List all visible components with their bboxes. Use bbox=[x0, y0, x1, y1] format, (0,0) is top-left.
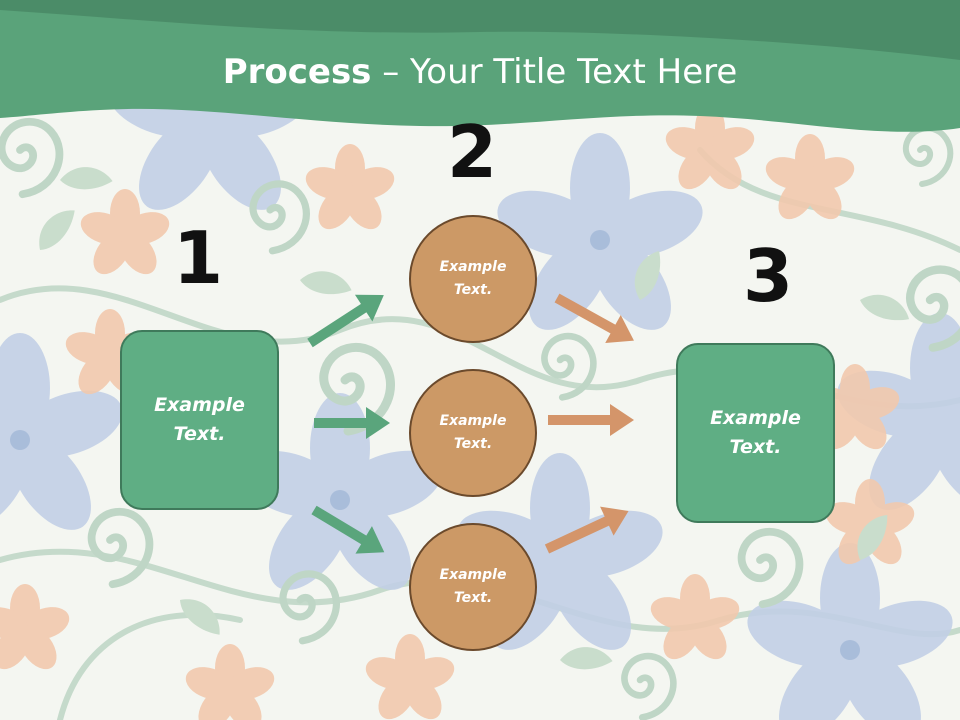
circle-bottom-line2: Text. bbox=[453, 590, 493, 606]
step-2-number: 2 bbox=[446, 110, 498, 194]
step-3-text-line2: Text. bbox=[729, 436, 782, 458]
orange-arrows bbox=[544, 293, 634, 554]
arrow-1-to-bottom bbox=[311, 505, 385, 554]
arrow-bottom-to-3 bbox=[544, 506, 629, 554]
step-1-box: Example Text. bbox=[120, 330, 279, 510]
arrow-top-to-3 bbox=[554, 293, 634, 344]
green-arrows bbox=[307, 294, 390, 554]
step-3-box: Example Text. bbox=[676, 343, 835, 523]
step-1-number: 1 bbox=[172, 216, 224, 300]
circle-top-line2: Text. bbox=[453, 282, 493, 298]
step-3-number: 3 bbox=[742, 234, 794, 318]
arrow-1-to-middle bbox=[314, 407, 390, 439]
slide-title: Process – Your Title Text Here bbox=[0, 52, 960, 92]
circle-top-line1: Example bbox=[439, 259, 507, 275]
circle-bottom-line1: Example bbox=[439, 567, 507, 583]
circle-middle-line1: Example bbox=[439, 413, 507, 429]
title-rest: – Your Title Text Here bbox=[371, 52, 738, 92]
step-2-circle-top: Example Text. bbox=[409, 215, 537, 343]
step-2-circle-middle: Example Text. bbox=[409, 369, 537, 497]
step-3-text-line1: Example bbox=[710, 407, 801, 429]
circle-middle-line2: Text. bbox=[453, 436, 493, 452]
arrow-middle-to-3 bbox=[548, 404, 634, 436]
step-2-circle-bottom: Example Text. bbox=[409, 523, 537, 651]
arrow-1-to-top bbox=[307, 294, 384, 348]
step-1-text-line1: Example bbox=[154, 394, 245, 416]
title-bold: Process bbox=[222, 52, 372, 92]
step-1-text-line2: Text. bbox=[173, 423, 226, 445]
